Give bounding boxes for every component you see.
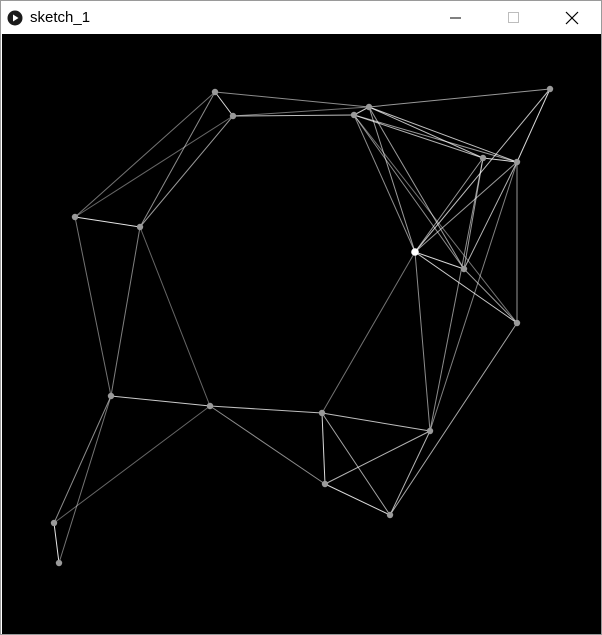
- graph-edge: [353, 114, 484, 159]
- graph-edge: [74, 216, 141, 228]
- graph-edge: [414, 251, 431, 432]
- graph-node: [206, 402, 214, 410]
- graph-node: [365, 103, 373, 111]
- graph-edge: [414, 157, 484, 253]
- graph-edge: [321, 412, 326, 485]
- graph-edge: [463, 268, 518, 324]
- graph-edge: [353, 114, 518, 163]
- graph-edge: [321, 251, 416, 414]
- graph-edge: [414, 161, 518, 253]
- graph-edge: [389, 430, 431, 516]
- graph-edge: [516, 88, 551, 163]
- graph-edge: [209, 405, 326, 485]
- graph-edge: [74, 216, 112, 397]
- graph-edge: [414, 251, 518, 324]
- graph-edge: [214, 91, 370, 108]
- maximize-button[interactable]: [491, 1, 537, 34]
- graph-edge: [53, 522, 60, 564]
- network-graph: [50, 85, 554, 567]
- graph-edge: [74, 91, 216, 218]
- graph-edge: [324, 430, 431, 485]
- graph-edge: [368, 106, 465, 270]
- graph-node: [350, 111, 358, 119]
- graph-edge: [368, 88, 551, 108]
- graph-edge: [368, 106, 518, 163]
- graph-edge: [232, 106, 370, 117]
- graph-edge: [214, 91, 234, 117]
- graph-edge: [389, 322, 518, 516]
- graph-node: [211, 88, 219, 96]
- graph-edge: [321, 412, 391, 516]
- graph-edge: [368, 106, 484, 159]
- graph-node: [386, 511, 394, 519]
- graph-edge: [353, 114, 416, 253]
- graph-node: [136, 223, 144, 231]
- graph-edge: [353, 114, 518, 324]
- graph-node: [71, 213, 79, 221]
- graph-edge: [139, 115, 234, 228]
- graph-edge: [110, 395, 211, 407]
- graph-edge: [139, 91, 216, 228]
- graph-node: [318, 409, 326, 417]
- graph-edge: [139, 226, 211, 407]
- graph-edge: [368, 106, 416, 253]
- sketch-canvas[interactable]: [2, 34, 601, 634]
- graph-node-highlighted: [411, 248, 419, 256]
- graph-node: [479, 154, 487, 162]
- minimize-icon: [450, 17, 461, 18]
- close-button[interactable]: [549, 1, 595, 34]
- window-title: sketch_1: [30, 9, 91, 26]
- graph-edge: [53, 395, 112, 524]
- graph-node: [513, 158, 521, 166]
- graph-edge: [321, 412, 431, 432]
- graph-edge: [353, 114, 465, 270]
- graph-edge: [482, 157, 518, 163]
- title-bar[interactable]: sketch_1: [1, 1, 601, 34]
- graph-node: [107, 392, 115, 400]
- graph-edge: [209, 405, 323, 414]
- graph-edge: [110, 226, 141, 397]
- maximize-icon: [508, 11, 519, 23]
- graph-edge: [429, 157, 484, 432]
- close-icon: [565, 11, 579, 24]
- graph-node: [546, 85, 554, 93]
- graph-edge: [232, 114, 355, 117]
- graph-node: [55, 559, 63, 567]
- graph-edge: [74, 115, 234, 218]
- processing-play-icon: [7, 10, 23, 26]
- graph-node: [460, 265, 468, 273]
- graph-edge: [463, 161, 518, 270]
- graph-edge: [53, 405, 211, 524]
- graph-edge: [58, 395, 112, 564]
- graph-edge: [324, 483, 391, 516]
- graph-node: [229, 112, 237, 120]
- minimize-button[interactable]: [433, 1, 479, 34]
- graph-node: [50, 519, 58, 527]
- graph-node: [426, 427, 434, 435]
- graph-node: [513, 319, 521, 327]
- graph-edge: [429, 161, 518, 432]
- graph-edge: [414, 251, 465, 270]
- graph-node: [321, 480, 329, 488]
- graph-edge: [414, 88, 551, 253]
